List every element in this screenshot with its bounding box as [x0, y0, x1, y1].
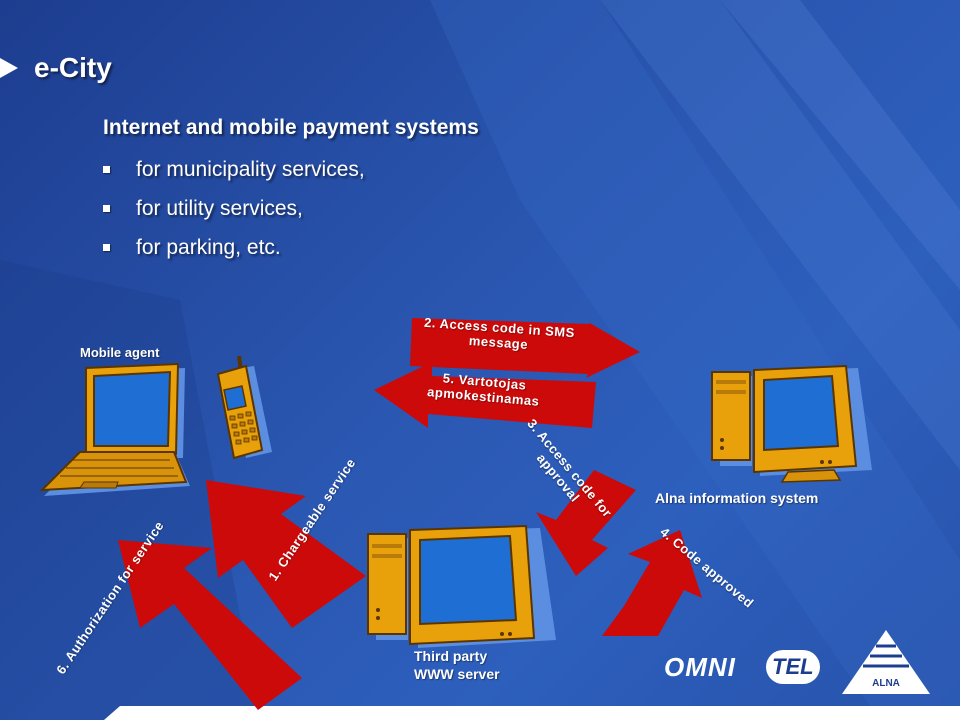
arrow-5-user-charged: [374, 362, 596, 428]
square-bullet-icon: [103, 244, 110, 251]
third-party-label-line2: WWW server: [414, 666, 500, 682]
bullet-item: for utility services,: [103, 189, 365, 228]
omnitel-logo-text-left: OMNI: [664, 652, 736, 682]
arrow-2-access-code-sms: [410, 318, 640, 378]
third-party-label-line1: Third party: [414, 648, 488, 664]
alna-system-label: Alna information system: [655, 490, 819, 506]
bullet-item: for municipality services,: [103, 150, 365, 189]
alna-logo: ALNA: [838, 628, 934, 696]
slide-subtitle: Internet and mobile payment systems: [103, 116, 479, 139]
mobile-agent-label: Mobile agent: [80, 345, 160, 360]
omnitel-logo-text-right: TEL: [772, 654, 814, 679]
arrow-1-chargeable-service: [206, 480, 366, 628]
arrow-6-authorization: [118, 540, 302, 710]
laptop-icon: [39, 362, 190, 496]
arrow-3-access-code-approval: [536, 470, 636, 576]
title-marker-icon: [0, 58, 18, 78]
square-bullet-icon: [103, 166, 110, 173]
omnitel-logo-badge: [766, 650, 820, 684]
bullet-item: for parking, etc.: [103, 228, 365, 267]
omnitel-logo: OMNI TEL: [662, 650, 822, 686]
bullet-list: for municipality services, for utility s…: [103, 150, 365, 267]
slide-title: e-City: [34, 52, 112, 83]
square-bullet-icon: [103, 205, 110, 212]
alna-logo-text: ALNA: [858, 678, 914, 689]
server-computer-icon: [367, 524, 556, 648]
mobile-phone-icon: [216, 355, 272, 460]
arrow-4-code-approved: [602, 530, 702, 636]
alna-computer-icon: [711, 364, 872, 483]
